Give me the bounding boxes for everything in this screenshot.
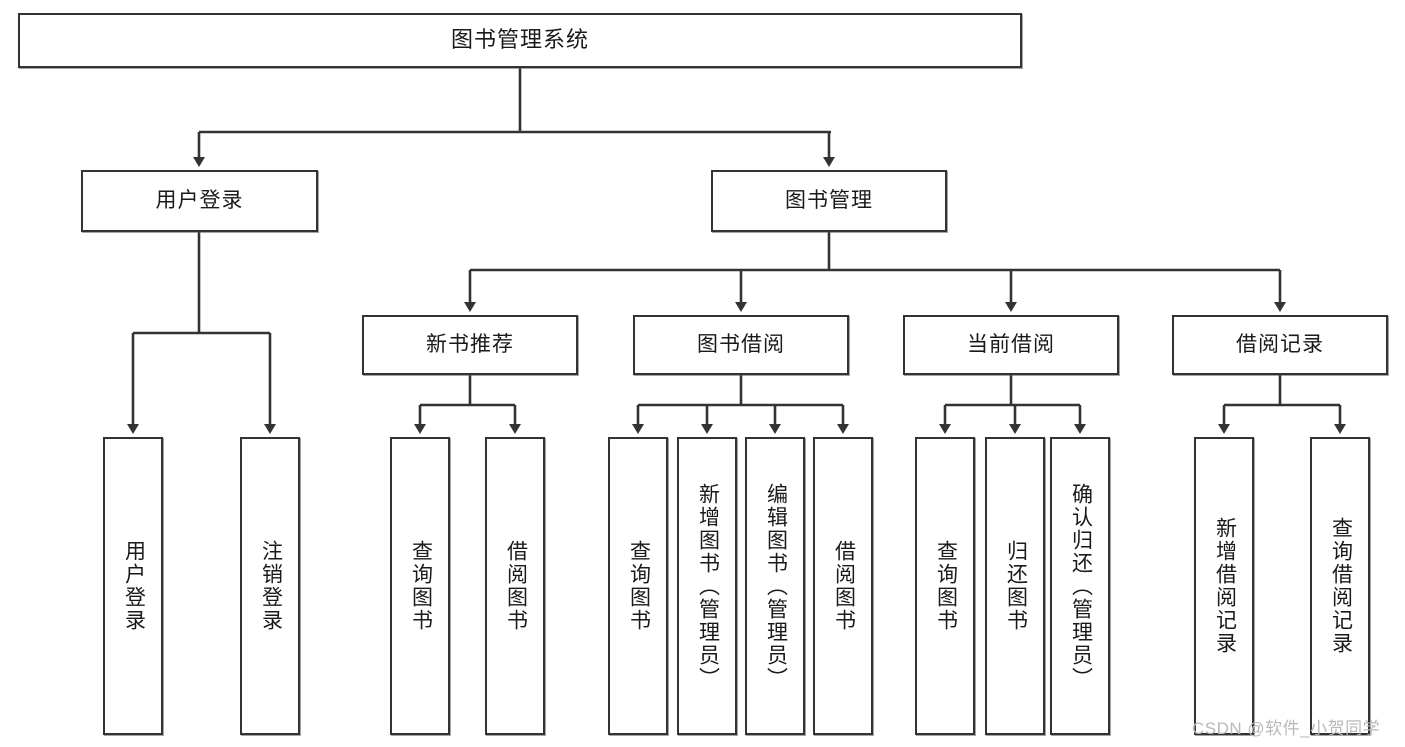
node-label: 查询图书 (627, 540, 651, 632)
node-leaf-query-record[interactable]: 查询借阅记录 (1310, 437, 1370, 735)
node-label: 查询图书 (409, 540, 433, 632)
node-current-borrow[interactable]: 当前借阅 (903, 315, 1119, 375)
node-label: 借阅图书 (504, 540, 528, 632)
node-label: 归还图书 (1004, 540, 1028, 632)
node-label: 新书推荐 (426, 333, 514, 357)
node-leaf-query-book-1[interactable]: 查询图书 (390, 437, 450, 735)
csdn-watermark: CSDN @软件_小贺同学 (1192, 719, 1381, 738)
node-leaf-borrow-book-2[interactable]: 借阅图书 (813, 437, 873, 735)
node-book-manage[interactable]: 图书管理 (711, 170, 947, 232)
node-leaf-borrow-book-1[interactable]: 借阅图书 (485, 437, 545, 735)
node-label: 图书借阅 (697, 333, 785, 357)
node-label: 查询借阅记录 (1329, 517, 1353, 655)
node-new-book-rec[interactable]: 新书推荐 (362, 315, 578, 375)
node-leaf-return-book[interactable]: 归还图书 (985, 437, 1045, 735)
node-label: 图书管理系统 (450, 27, 589, 53)
node-leaf-add-book[interactable]: 新增图书（管理员） (677, 437, 737, 735)
node-label: 当前借阅 (967, 333, 1055, 357)
node-leaf-query-book-3[interactable]: 查询图书 (915, 437, 975, 735)
node-label: 确认归还（管理员） (1069, 482, 1093, 690)
node-label: 借阅记录 (1236, 333, 1324, 357)
node-label: 新增图书（管理员） (696, 482, 720, 690)
node-leaf-logout[interactable]: 注销登录 (240, 437, 300, 735)
node-label: 用户登录 (122, 540, 146, 632)
node-label: 用户登录 (155, 189, 244, 213)
node-label: 查询图书 (934, 540, 958, 632)
node-leaf-confirm-return[interactable]: 确认归还（管理员） (1050, 437, 1110, 735)
node-leaf-query-book-2[interactable]: 查询图书 (608, 437, 668, 735)
node-leaf-edit-book[interactable]: 编辑图书（管理员） (745, 437, 805, 735)
node-root-system[interactable]: 图书管理系统 (18, 13, 1022, 68)
node-label: 注销登录 (259, 540, 283, 632)
node-label: 编辑图书（管理员） (764, 482, 788, 690)
node-leaf-add-record[interactable]: 新增借阅记录 (1194, 437, 1254, 735)
node-label: 新增借阅记录 (1213, 517, 1237, 655)
node-borrow-record[interactable]: 借阅记录 (1172, 315, 1388, 375)
node-label: 借阅图书 (832, 540, 856, 632)
node-label: 图书管理 (785, 189, 873, 213)
node-leaf-user-login[interactable]: 用户登录 (103, 437, 163, 735)
node-user-login[interactable]: 用户登录 (81, 170, 318, 232)
node-book-borrow[interactable]: 图书借阅 (633, 315, 849, 375)
